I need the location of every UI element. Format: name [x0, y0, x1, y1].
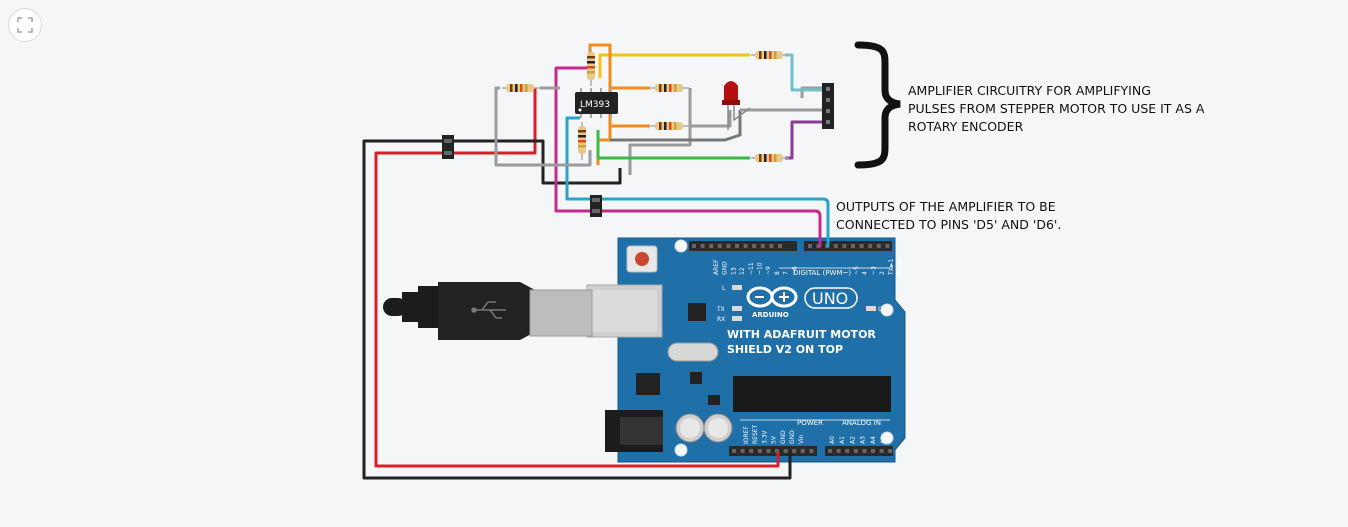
digital-pin-label: AREF — [713, 259, 720, 275]
amplifier-circuit: LM393 — [442, 48, 834, 217]
wire-d6[interactable] — [554, 66, 822, 247]
power-pin-label: GND — [780, 430, 787, 444]
digital-pin-label: RX◄0 — [897, 258, 904, 275]
reset-button-cap[interactable] — [635, 252, 649, 266]
resistor-6[interactable] — [587, 48, 595, 86]
digital-header-left — [689, 241, 797, 251]
arduino-board[interactable]: L TX RX ON ARDUINO UNO WITH ADAFRUIT MOT… — [586, 237, 906, 463]
wire-5v-circuit[interactable] — [448, 88, 537, 155]
resistor-2[interactable] — [751, 51, 789, 59]
analog-pin-label: A1 — [839, 436, 846, 444]
digital-pin-label: GND — [722, 261, 729, 275]
power-pin-label: Vin — [798, 434, 805, 444]
wire-purple[interactable] — [785, 120, 825, 160]
wire-gnd[interactable] — [362, 139, 792, 480]
jumper-power[interactable] — [442, 135, 454, 159]
usb-symbol-icon — [471, 301, 506, 319]
red-led[interactable] — [724, 81, 738, 104]
resistor-3[interactable] — [651, 84, 689, 92]
fullscreen-icon — [17, 17, 33, 33]
analog-header — [825, 446, 893, 456]
encoder-header[interactable] — [822, 83, 834, 129]
wire-gray-4[interactable] — [610, 110, 742, 142]
power-pin-label: GND — [789, 430, 796, 444]
wire-gray-2[interactable] — [628, 88, 692, 175]
wire-gnd-circuit[interactable] — [448, 139, 622, 185]
led-rx — [732, 316, 742, 321]
digital-label: DIGITAL (PWM~) — [793, 269, 851, 277]
wire-teal[interactable] — [785, 53, 825, 92]
usb-cable — [383, 282, 593, 340]
digital-pin-label: 7 — [783, 271, 790, 275]
regulator — [636, 373, 660, 395]
digital-pin-label: ~9 — [765, 266, 772, 275]
resistor-7[interactable] — [578, 122, 586, 160]
analog-pin-label: A0 — [829, 436, 836, 444]
wire-gray-1[interactable] — [494, 86, 592, 167]
power-pin-label: IOREF — [743, 426, 750, 444]
board-model: UNO — [812, 289, 848, 308]
resistor-1[interactable] — [502, 84, 540, 92]
digital-pin-label: ~6 — [791, 266, 798, 275]
shield-label-line1: WITH ADAFRUIT MOTOR — [727, 328, 876, 341]
wires — [362, 43, 830, 480]
digital-header-right — [804, 241, 892, 251]
wire-d5[interactable] — [565, 116, 830, 247]
resistor-4[interactable] — [651, 122, 689, 130]
arduino-logo-icon — [746, 286, 798, 308]
digital-pin-label: 12 — [739, 267, 746, 275]
analog-pin-label: A5 — [880, 436, 887, 444]
led-l-label: L — [722, 285, 726, 292]
digital-pin-label: 8 — [774, 271, 781, 275]
power-pin-label: RESET — [752, 424, 759, 444]
wire-green[interactable] — [596, 130, 750, 160]
digital-pin-label: ~11 — [748, 262, 755, 275]
digital-pin-label: TX►1 — [888, 259, 895, 276]
crystal — [667, 342, 719, 362]
power-header — [729, 446, 817, 456]
brace-icon — [854, 41, 901, 169]
usb-chip — [688, 303, 706, 321]
led-tx-label: TX — [716, 306, 725, 313]
wire-yellow[interactable] — [598, 53, 750, 78]
analog-pin-label: A3 — [860, 436, 867, 444]
digital-pin-label: 4 — [862, 271, 869, 275]
shield-label-line2: SHIELD V2 ON TOP — [727, 343, 843, 356]
led-on-label: ON — [878, 306, 887, 313]
analog-pin-label: A4 — [870, 436, 877, 444]
arduino-logo-text: ARDUINO — [752, 311, 789, 319]
amplifier-annotation: AMPLIFIER CIRCUITRY FOR AMPLIFYING PULSE… — [908, 83, 1205, 134]
resistor-5[interactable] — [751, 154, 789, 162]
digital-pin-label: ~5 — [853, 266, 860, 275]
led-l — [732, 285, 742, 290]
analog-label: ANALOG IN — [842, 419, 881, 427]
power-label: POWER — [797, 419, 823, 427]
atmega-chip — [733, 376, 891, 412]
outputs-annotation: OUTPUTS OF THE AMPLIFIER TO BE CONNECTED… — [836, 199, 1062, 232]
wire-5v[interactable] — [374, 151, 780, 468]
led-tx — [732, 306, 742, 311]
digital-pin-label: 2 — [879, 271, 886, 275]
lm393-chip[interactable] — [575, 92, 618, 114]
lm393-label: LM393 — [580, 100, 610, 110]
wire-gray-3[interactable] — [690, 110, 732, 128]
digital-pin-label: ~10 — [757, 262, 764, 275]
led-on — [866, 306, 876, 311]
digital-pin-label: ~3 — [870, 266, 877, 275]
led-rx-label: RX — [717, 316, 725, 323]
fullscreen-button[interactable] — [8, 8, 42, 42]
power-pin-label: 3.3V — [761, 429, 768, 444]
digital-pin-label: 13 — [730, 267, 737, 275]
analog-pin-label: A2 — [849, 436, 856, 444]
power-pin-label: 5V — [771, 435, 778, 444]
